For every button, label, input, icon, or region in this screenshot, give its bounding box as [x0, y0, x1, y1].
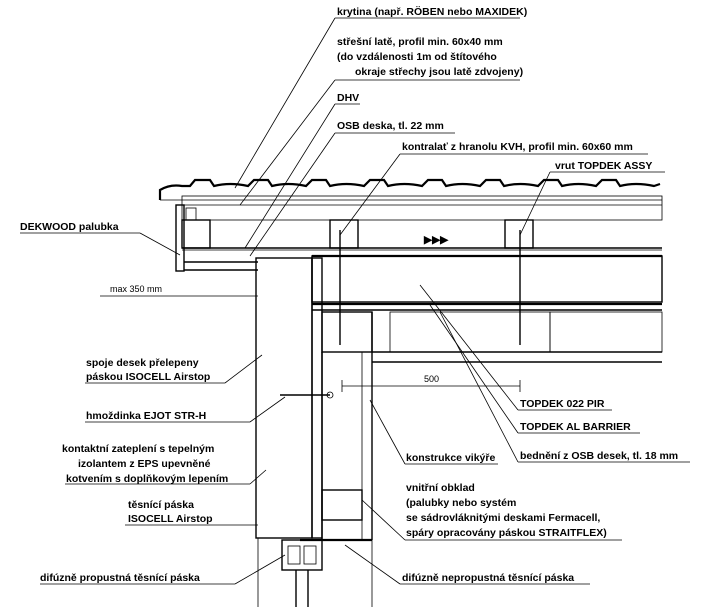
label-vnitrni-1: vnitřní obklad	[406, 482, 475, 494]
label-pir: TOPDEK 022 PIR	[520, 398, 605, 410]
label-dim500: 500	[424, 374, 439, 384]
label-hmozdinka: hmoždinka EJOT STR-H	[86, 410, 206, 422]
label-bedneni: bednění z OSB desek, tl. 18 mm	[520, 450, 678, 462]
label-late-1: střešní latě, profil min. 60x40 mm	[337, 36, 503, 48]
label-kontaktni-2: izolantem z EPS upevněné	[78, 458, 211, 470]
label-tesnici-1: těsnící páska	[128, 499, 194, 511]
dekwood-fascia	[175, 204, 258, 272]
label-vnitrni-2: (palubky nebo systém	[406, 497, 516, 509]
label-tesnici-2: ISOCELL Airstop	[128, 513, 213, 525]
label-late-2: (do vzdálenosti 1m od štítového	[337, 51, 497, 63]
dimension-lines	[100, 295, 521, 392]
label-kontaktni-3: kotvením s doplňkovým lepením	[66, 473, 228, 485]
label-osb: OSB deska, tl. 22 mm	[337, 120, 444, 132]
label-vikyr: konstrukce vikýře	[406, 452, 495, 464]
label-difuzne-neprop: difúzně nepropustná těsnící páska	[402, 572, 574, 584]
label-dhv: DHV	[337, 92, 359, 104]
label-difuzne-prop: difúzně propustná těsnící páska	[40, 572, 200, 584]
label-spoje-1: spoje desek přelepeny	[86, 357, 199, 369]
battens	[181, 219, 662, 251]
label-dekwood: DEKWOOD palubka	[20, 221, 119, 233]
label-max350: max 350 mm	[110, 284, 162, 294]
label-vrut: vrut TOPDEK ASSY	[555, 160, 652, 172]
label-late-3: okraje střechy jsou latě zdvojeny)	[355, 66, 523, 78]
label-arrows: ▶▶▶	[423, 234, 449, 246]
window-frame	[257, 538, 373, 607]
label-vnitrni-3: se sádrovláknitými deskami Fermacell,	[406, 512, 600, 524]
label-krytina: krytina (např. RÖBEN nebo MAXIDEK)	[337, 5, 527, 18]
leader-lines	[20, 17, 690, 585]
screws	[280, 230, 521, 399]
roof-insulation	[311, 255, 663, 303]
label-barrier: TOPDEK AL BARRIER	[520, 421, 631, 433]
roof-tiles	[158, 178, 663, 221]
dormer-structure	[300, 311, 663, 542]
label-spoje-2: páskou ISOCELL Airstop	[86, 371, 210, 383]
label-kontaktni-1: kontaktní zateplení s tepelným	[62, 443, 214, 455]
label-kontralat: kontralať z hranolu KVH, profil min. 60x…	[402, 141, 633, 153]
label-vnitrni-4: spáry opracovány páskou STRAITFLEX)	[406, 527, 607, 539]
